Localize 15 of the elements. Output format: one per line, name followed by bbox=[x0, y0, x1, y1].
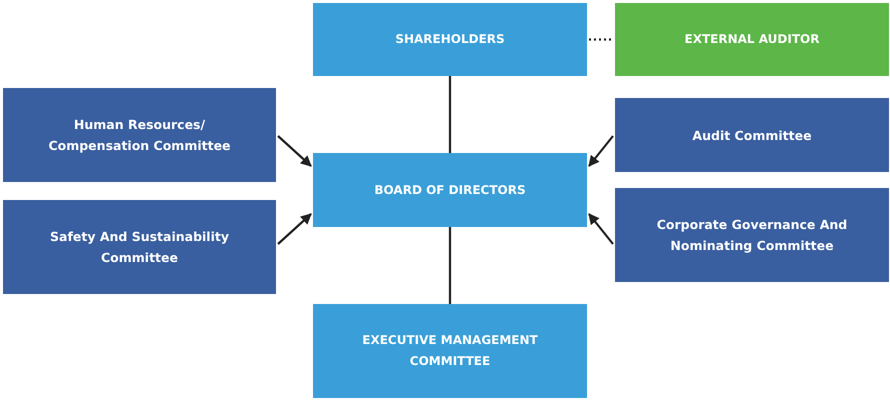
process-box: EXECUTIVE MANAGEMENT COMMITTEE bbox=[313, 304, 587, 398]
auditor-box: EXTERNAL AUDITOR bbox=[615, 3, 889, 76]
dotted-line bbox=[589, 38, 613, 41]
committee-box: Audit Committee bbox=[615, 98, 889, 172]
process-box: BOARD OF DIRECTORS bbox=[313, 153, 587, 227]
committee-box: Human Resources/ Compensation Committee bbox=[3, 88, 276, 182]
connector-line bbox=[448, 227, 452, 304]
connector-line bbox=[448, 76, 452, 153]
arrow bbox=[277, 213, 312, 245]
committee-box: Corporate Governance And Nominating Committee bbox=[615, 188, 889, 282]
process-box: SHAREHOLDERS bbox=[313, 3, 587, 76]
arrow bbox=[588, 213, 614, 245]
arrow bbox=[588, 135, 614, 167]
arrow bbox=[277, 135, 312, 167]
committee-box: Safety And Sustainability Committee bbox=[3, 200, 276, 294]
